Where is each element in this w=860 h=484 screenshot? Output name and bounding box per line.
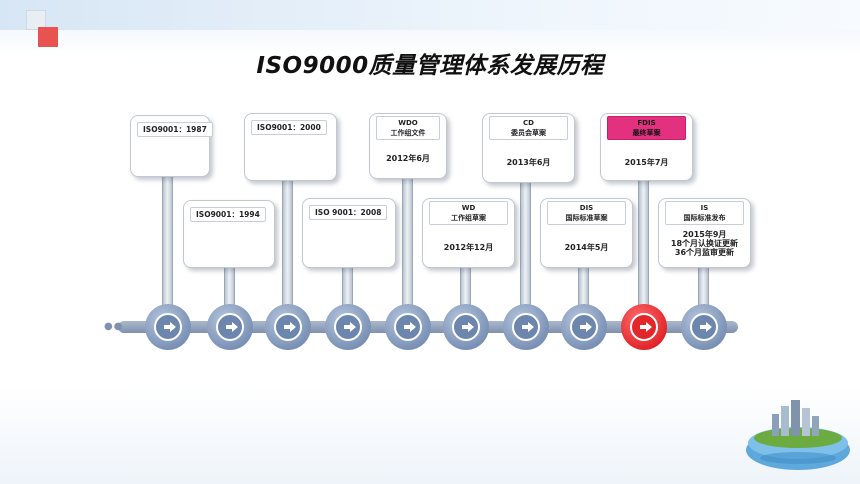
stage-tag: CD 委员会草案 — [489, 116, 568, 140]
node-inner — [394, 313, 422, 341]
arrow-right-icon — [404, 322, 416, 332]
header-band — [0, 0, 860, 30]
node-inner — [690, 313, 718, 341]
timeline-node-active — [621, 304, 667, 350]
stage-date: 2012年6月 — [386, 154, 430, 163]
connector-stem — [342, 266, 353, 315]
stage-tag: WD 工作组草案 — [429, 201, 508, 225]
milestone-card-is: IS 国际标准发布 2015年9月 18个月认换证更新 36个月监审更新 — [658, 198, 751, 268]
connector-stem — [520, 180, 531, 315]
milestone-card-1987: ISO9001：1987 — [130, 115, 213, 177]
arrow-right-icon — [344, 322, 356, 332]
stage-date: 2014年5月 — [564, 243, 609, 252]
node-inner — [630, 313, 658, 341]
arrow-right-icon — [226, 322, 238, 332]
node-inner — [274, 313, 302, 341]
timeline-node — [681, 304, 727, 350]
milestone-label: ISO9001：2000 — [251, 120, 327, 135]
connector-stem — [578, 266, 589, 315]
stage-date: 2015年9月 18个月认换证更新 36个月监审更新 — [670, 230, 739, 257]
connector-stem — [460, 266, 471, 315]
timeline-node — [561, 304, 607, 350]
milestone-label: ISO9001：1994 — [190, 207, 266, 222]
connector-stem — [698, 266, 709, 315]
stage-date: 2013年6月 — [506, 158, 551, 167]
city-globe-icon — [746, 400, 850, 470]
milestone-card-wdo: WDO 工作组文件 2012年6月 — [369, 113, 447, 179]
node-inner — [512, 313, 540, 341]
stage-tag: IS 国际标准发布 — [665, 201, 744, 225]
node-inner — [334, 313, 362, 341]
stage-date: 2012年12月 — [443, 243, 494, 252]
connector-stem — [638, 177, 649, 315]
arrow-right-icon — [462, 322, 474, 332]
milestone-card-dis: DIS 国际标准草案 2014年5月 — [540, 198, 633, 268]
arrow-right-icon — [522, 322, 534, 332]
milestone-card-2008: ISO 9001：2008 — [302, 198, 396, 268]
arrow-right-icon — [284, 322, 296, 332]
milestone-label: ISO 9001：2008 — [309, 205, 388, 220]
node-inner — [154, 313, 182, 341]
milestone-card-2000: ISO9001：2000 — [244, 113, 337, 181]
node-inner — [452, 313, 480, 341]
stage-tag: WDO 工作组文件 — [376, 116, 440, 140]
connector-stem — [402, 177, 413, 315]
timeline-node — [443, 304, 489, 350]
arrow-right-icon — [640, 322, 652, 332]
decor-square-red — [38, 27, 58, 47]
milestone-card-1994: ISO9001：1994 — [183, 200, 275, 268]
timeline-node — [145, 304, 191, 350]
rail-start-dots: ●● — [104, 321, 124, 332]
stage-date: 2015年7月 — [624, 158, 669, 167]
milestone-card-wd: WD 工作组草案 2012年12月 — [422, 198, 515, 268]
arrow-right-icon — [580, 322, 592, 332]
timeline-node — [207, 304, 253, 350]
decor-square-light — [26, 10, 46, 30]
connector-stem — [224, 266, 235, 315]
connector-stem — [282, 180, 293, 315]
stage-tag-highlighted: FDIS 最终草案 — [607, 116, 686, 140]
timeline-node — [503, 304, 549, 350]
arrow-right-icon — [164, 322, 176, 332]
node-inner — [216, 313, 244, 341]
node-inner — [570, 313, 598, 341]
slide-title: ISO9000质量管理体系发展历程 — [256, 53, 604, 79]
milestone-card-fdis: FDIS 最终草案 2015年7月 — [600, 113, 693, 181]
stage-tag: DIS 国际标准草案 — [547, 201, 626, 225]
milestone-label: ISO9001：1987 — [137, 122, 213, 137]
timeline-node — [385, 304, 431, 350]
milestone-card-cd: CD 委员会草案 2013年6月 — [482, 113, 575, 183]
timeline-node — [265, 304, 311, 350]
connector-stem — [162, 175, 173, 315]
timeline-node — [325, 304, 371, 350]
arrow-right-icon — [700, 322, 712, 332]
